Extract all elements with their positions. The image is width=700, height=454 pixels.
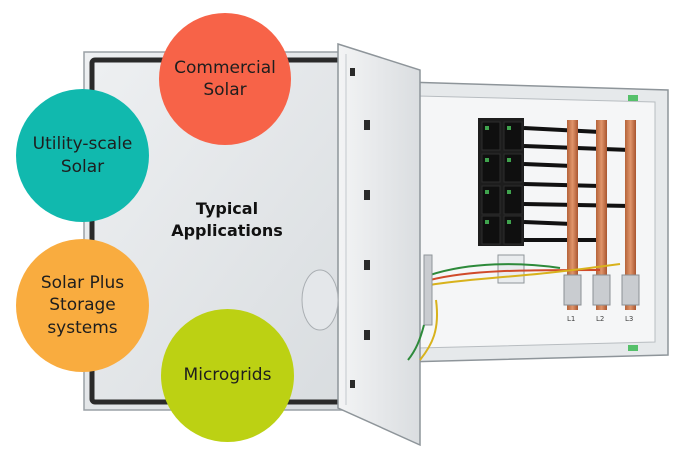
bubble-utility-scale-solar: Utility-scale Solar <box>16 89 149 222</box>
lid-latch <box>301 269 339 331</box>
bubble-commercial-solar: Commercial Solar <box>159 13 291 145</box>
copper-busbars <box>563 120 640 310</box>
typical-applications-title: Typical Applications <box>171 199 283 240</box>
breaker-stack <box>478 118 524 246</box>
terminal-block <box>429 254 621 286</box>
ground-lug <box>628 345 638 351</box>
bubble-solar-plus-storage: Solar Plus Storage systems <box>16 239 149 372</box>
enclosure-door <box>337 42 438 447</box>
busbar-label-l2: L2 <box>596 315 605 323</box>
bubble-microgrids: Microgrids <box>161 309 294 442</box>
busbar-label-l1: L1 <box>567 315 576 323</box>
ground-lug <box>628 95 638 101</box>
busbar-label-l3: L3 <box>625 315 634 323</box>
